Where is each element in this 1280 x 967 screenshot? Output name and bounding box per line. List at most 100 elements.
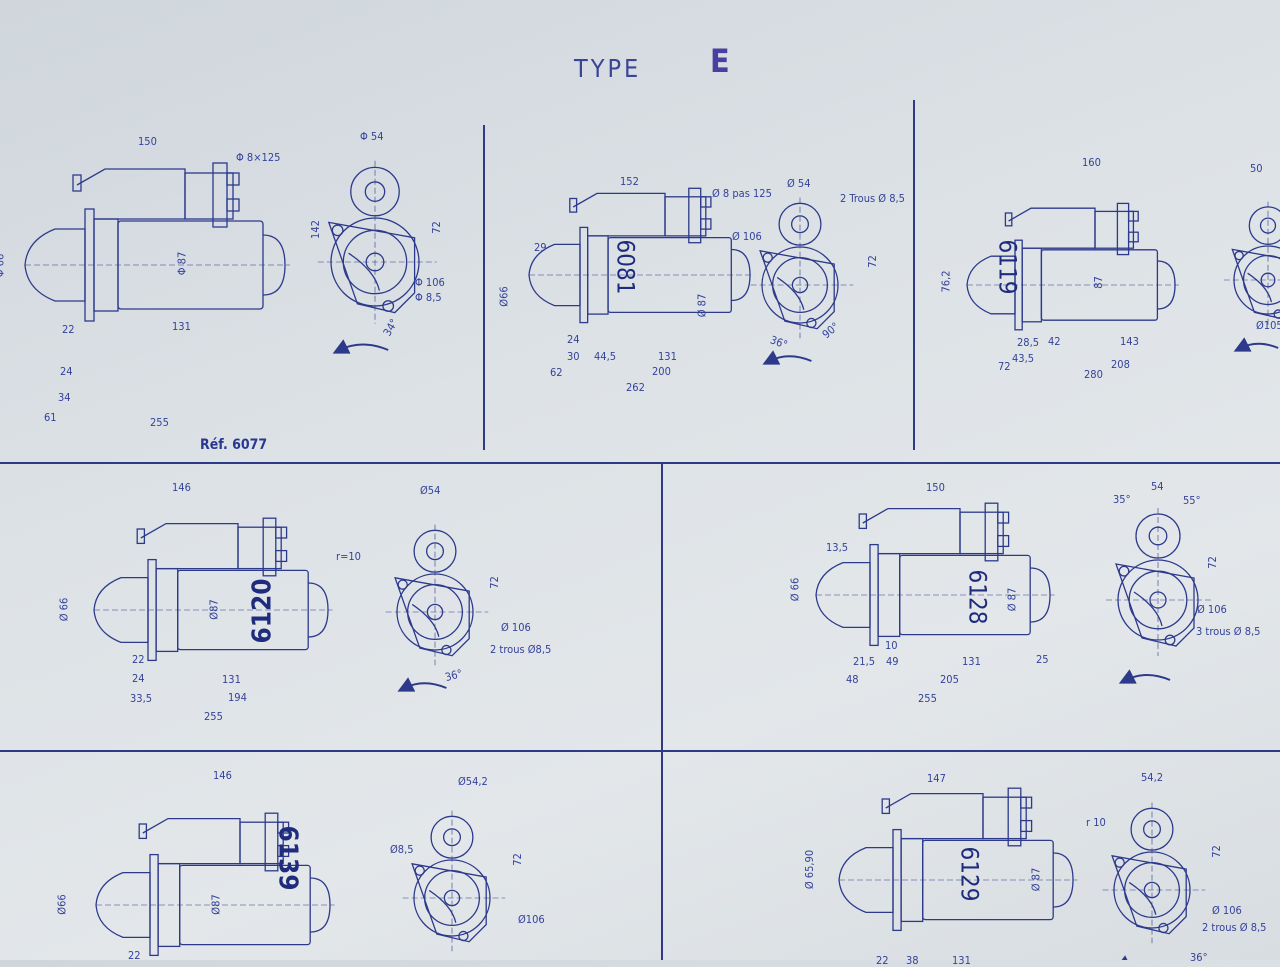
dimension-label: 142 bbox=[308, 220, 322, 239]
solenoid-cap bbox=[984, 502, 999, 562]
bolt bbox=[138, 823, 148, 840]
dimension-label: 44,5 bbox=[594, 350, 617, 363]
dimension-label: 3 trous Ø 8,5 bbox=[1196, 625, 1261, 638]
mounting-plate bbox=[411, 862, 487, 943]
terminal-nut bbox=[1127, 231, 1139, 243]
terminal-nut bbox=[275, 526, 288, 539]
dimension-label: 150 bbox=[138, 135, 157, 148]
dimension-label: 61 bbox=[44, 411, 57, 424]
rotation-arrow bbox=[332, 339, 389, 354]
dimension-label: Ø87 bbox=[209, 894, 223, 915]
fixing-hole bbox=[1273, 309, 1280, 319]
terminal-nut bbox=[1020, 796, 1033, 809]
mounting-plate bbox=[1115, 563, 1195, 647]
dimension-label: 205 bbox=[940, 673, 959, 686]
dimension-label: 72 bbox=[998, 360, 1011, 373]
dimension-label: Ø8,5 bbox=[390, 843, 414, 856]
part-reference-label: Réf. 6077 bbox=[200, 437, 268, 453]
dimension-label: 131 bbox=[172, 320, 191, 333]
dimension-label: 48 bbox=[846, 673, 859, 686]
dimension-label: 22 bbox=[132, 653, 145, 666]
dimension-label: 255 bbox=[204, 710, 223, 723]
divider-vertical bbox=[913, 100, 915, 450]
pinion-slot bbox=[411, 603, 440, 637]
bolt bbox=[858, 513, 868, 530]
dimension-label: 72 bbox=[1205, 556, 1219, 569]
end-view bbox=[385, 524, 489, 692]
rotation-arrow bbox=[397, 677, 447, 692]
dimension-label: 2 trous Ø 8,5 bbox=[1202, 921, 1267, 934]
dimension-label: Ø 54 bbox=[787, 177, 811, 190]
dimension-label: 43,5 bbox=[1012, 352, 1035, 365]
dimension-label: 147 bbox=[927, 772, 946, 785]
end-view bbox=[1223, 201, 1280, 352]
dimension-label: 24 bbox=[60, 365, 73, 378]
dimension-label: Ø66 bbox=[55, 894, 69, 915]
dimension-label: Ø 8 pas 125 bbox=[712, 187, 772, 200]
bolt bbox=[72, 174, 82, 192]
pinion-slot bbox=[1128, 881, 1157, 915]
type-letter: E bbox=[710, 42, 730, 80]
fixing-hole bbox=[1234, 250, 1244, 261]
dimension-label: Ø105 bbox=[1256, 319, 1280, 332]
dimension-label: 72 bbox=[865, 255, 879, 268]
dimension-label: r=10 bbox=[336, 550, 361, 563]
dimension-label: 34 bbox=[58, 391, 71, 404]
end-view bbox=[1106, 508, 1214, 684]
solenoid-cap bbox=[1007, 787, 1022, 847]
pinion-slot bbox=[428, 889, 457, 923]
dimension-label: Φ 54 bbox=[360, 130, 384, 143]
dimension-label: Ø 66 bbox=[788, 577, 802, 602]
dimension-label: 21,5 bbox=[853, 655, 876, 668]
solenoid-cap bbox=[688, 187, 702, 244]
dimension-label: Ø 106 bbox=[501, 621, 531, 634]
dimension-label: 131 bbox=[658, 350, 677, 363]
dimension-label: Ø 66 bbox=[57, 597, 71, 622]
part-reference-label: 6128 bbox=[963, 569, 992, 625]
end-view bbox=[1102, 802, 1206, 960]
mounting-plate bbox=[759, 249, 835, 330]
divider-horizontal bbox=[0, 462, 1280, 464]
fixing-hole bbox=[441, 644, 452, 656]
fixing-hole bbox=[1164, 634, 1176, 646]
starter-motor-drawing bbox=[95, 810, 506, 957]
solenoid bbox=[239, 821, 284, 865]
terminal-nut bbox=[226, 198, 240, 212]
dimension-label: Φ 66 bbox=[0, 253, 7, 278]
fixing-hole bbox=[382, 300, 395, 312]
solenoid-cap bbox=[212, 162, 228, 228]
dimension-label: 54 bbox=[1151, 480, 1164, 493]
terminal-nut bbox=[997, 534, 1010, 548]
dimension-label: 62 bbox=[550, 366, 563, 379]
bolt bbox=[1004, 212, 1013, 227]
dimension-label: 2 Trous Ø 8,5 bbox=[840, 192, 905, 205]
part-reference-label: 6129 bbox=[955, 846, 984, 902]
dimension-label: Ø66 bbox=[497, 286, 511, 307]
pinion-slot bbox=[776, 276, 805, 310]
dimension-label: Ø 106 bbox=[732, 230, 762, 243]
dimension-label: 55° bbox=[1183, 494, 1201, 507]
dimension-label: Ø 87 bbox=[695, 293, 709, 318]
dimension-label: 152 bbox=[620, 175, 639, 188]
solenoid bbox=[959, 511, 1004, 555]
divider-vertical bbox=[483, 125, 485, 450]
fixing-hole bbox=[331, 224, 344, 237]
mounting-plate bbox=[327, 221, 416, 314]
fixing-hole bbox=[458, 930, 469, 942]
dimension-label: 146 bbox=[213, 769, 232, 782]
terminal-nut bbox=[1127, 210, 1139, 222]
dimension-label: 28,5 bbox=[1017, 336, 1040, 349]
rotation-arrow bbox=[1118, 669, 1171, 684]
dimension-label: Ø 65,90 bbox=[803, 849, 817, 890]
bolt bbox=[881, 798, 891, 815]
dimension-label: 131 bbox=[952, 954, 971, 967]
solenoid bbox=[1094, 210, 1135, 249]
dimension-label: 131 bbox=[222, 673, 241, 686]
dimension-label: 255 bbox=[150, 416, 169, 429]
dimension-label: Φ 106 bbox=[415, 276, 445, 289]
fixing-hole bbox=[1114, 857, 1125, 868]
side-view bbox=[838, 787, 1078, 932]
fixing-hole bbox=[806, 317, 817, 329]
dimension-label: 36° bbox=[1190, 951, 1208, 964]
